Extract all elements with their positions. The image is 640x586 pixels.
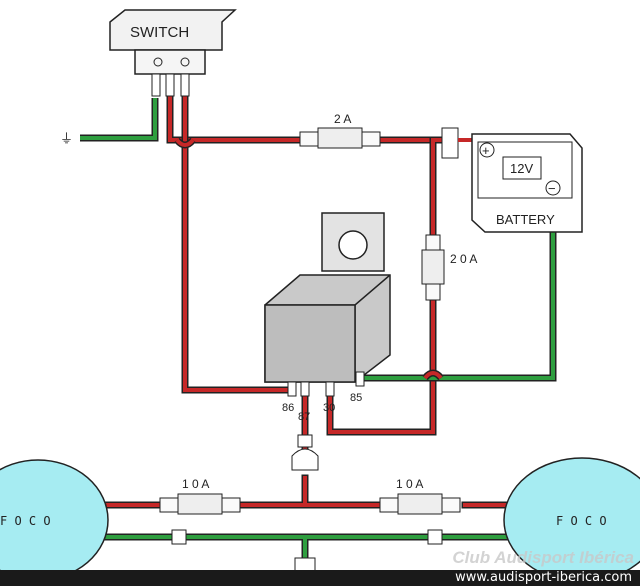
relay-pin-87: 87 [298,411,310,423]
fuse-10a-left: 1 0 A [159,477,241,515]
battery-voltage: 12V [510,161,533,176]
junction-box [441,127,459,159]
lamp-right-label: F O C O [556,514,607,528]
footer-url[interactable]: www.audisport-iberica.com [0,570,640,586]
battery-label: BATTERY [496,212,555,227]
ground-connector-left [171,529,187,545]
fuse-20a-label: 2 0 A [450,252,477,266]
fuse-20a: 2 0 A [421,234,477,301]
fuse-2a-label: 2 A [334,112,351,126]
switch-rocker [109,9,237,51]
fuse-10a-right-label: 1 0 A [396,477,423,491]
battery: 12V + − BATTERY [471,133,583,233]
lamp-right: F O C O [503,457,640,583]
fuse-10a-left-label: 1 0 A [182,477,209,491]
wire-switch-ground [80,98,159,142]
battery-plus-terminal [479,142,495,158]
relay-pin-30: 30 [323,402,335,414]
battery-plus-sign: + [482,143,490,158]
watermark: Club Audisport Ibérica [452,548,634,567]
fuse-10a-right: 1 0 A [379,477,461,515]
relay-pin-86: 86 [282,402,294,414]
battery-minus-sign: − [548,181,556,196]
switch: SWITCH [109,9,237,97]
relay-pin-85: 85 [350,392,362,404]
lamp-left: F O C O [0,459,109,581]
fuse-2a: 2 A [299,112,381,149]
ground-connector-right [427,529,443,545]
positive-wires [96,94,514,509]
connector-87 [291,434,319,471]
relay: 86 87 30 85 [264,212,391,423]
lamp-left-label: F O C O [0,514,51,528]
switch-label: SWITCH [130,24,189,41]
switch-ground-icon: ⏚ [60,131,73,146]
battery-minus-terminal [545,180,561,196]
